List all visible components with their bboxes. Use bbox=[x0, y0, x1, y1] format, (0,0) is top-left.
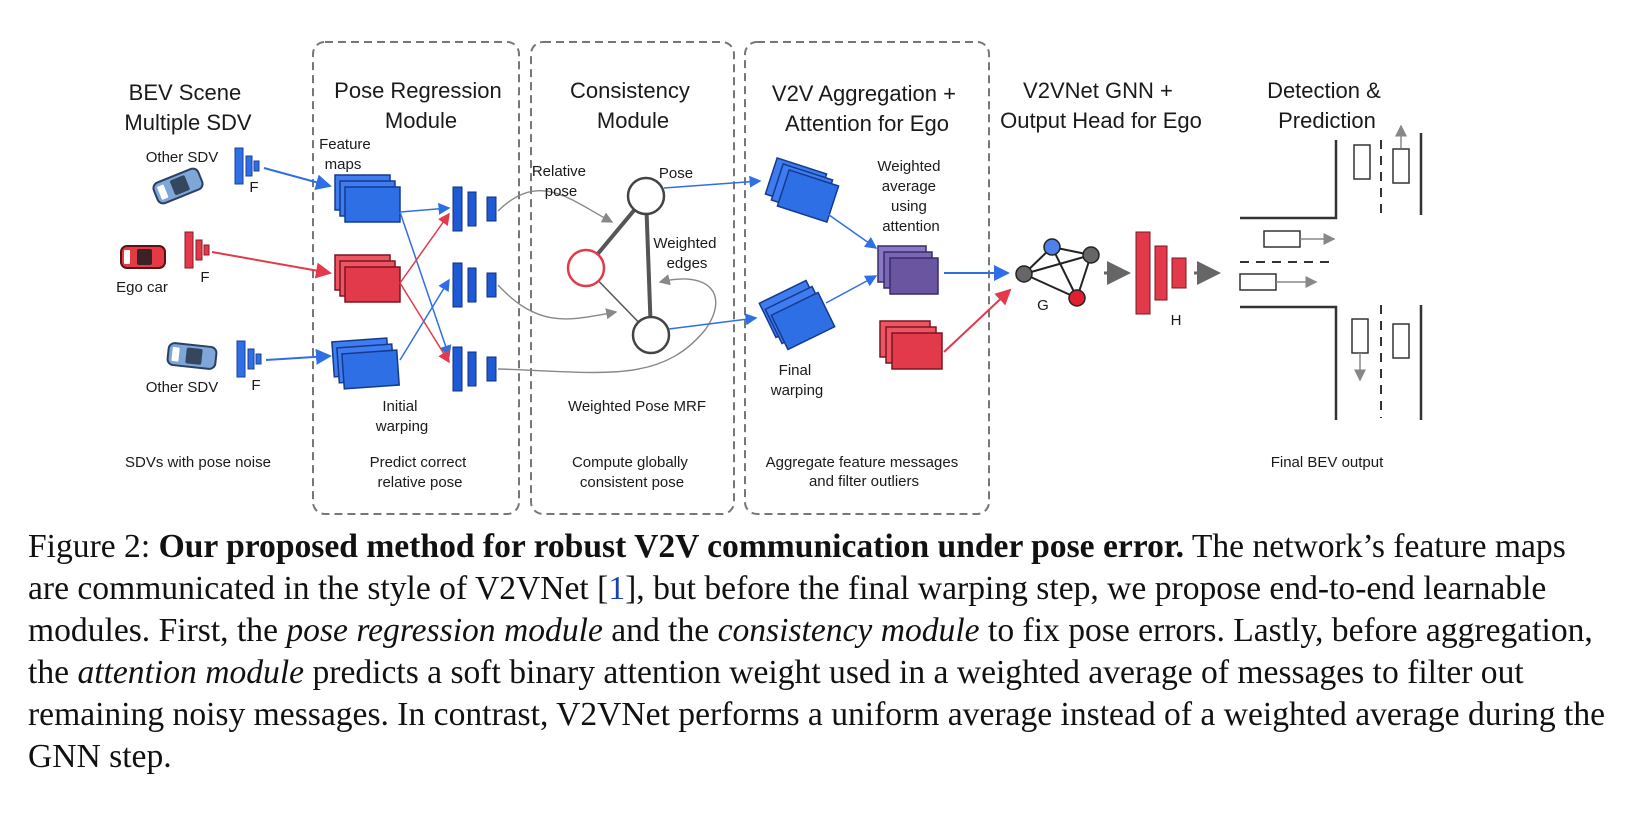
caption-ref-close: ], bbox=[625, 570, 645, 607]
heading-detection: Detection & Prediction bbox=[1267, 78, 1387, 133]
heading-consistency: Consistency Module bbox=[570, 78, 696, 133]
heading-v2v-aggregation: V2V Aggregation + Attention for Ego bbox=[772, 81, 962, 136]
caption-ref-open: [ bbox=[597, 570, 609, 607]
label-g: G bbox=[1037, 297, 1049, 314]
heading-pose-regression: Pose Regression Module bbox=[334, 78, 508, 133]
bev-output-scene bbox=[1239, 124, 1423, 420]
ego-feature-stack bbox=[879, 320, 943, 370]
label-ego-car: Ego car bbox=[116, 279, 168, 296]
feature-map-stack-top bbox=[334, 174, 401, 223]
encoder-f-top-icon bbox=[234, 147, 260, 185]
other-sdv-bottom-car-icon bbox=[166, 342, 218, 370]
output-head-h bbox=[1135, 231, 1187, 315]
feature-map-stack-bottom bbox=[331, 337, 400, 390]
label-relative-pose: Relative pose bbox=[532, 163, 590, 200]
label-weighted-pose-mrf: Weighted Pose MRF bbox=[568, 398, 706, 415]
caption-text-5: predicts a soft binary attention weight … bbox=[28, 654, 1606, 775]
gnn-graph bbox=[1015, 238, 1100, 307]
pose-regressor-cnn-bottom bbox=[452, 346, 497, 392]
caption-text-3: and the bbox=[611, 612, 710, 649]
label-pose: Pose bbox=[659, 165, 693, 182]
pose-regressor-cnn-top bbox=[452, 186, 497, 232]
warped-feature-stack-bottom bbox=[758, 279, 836, 351]
label-initial-warping: Initial warping bbox=[375, 398, 429, 435]
caption-italic-1: pose regression module bbox=[286, 612, 603, 649]
label-f-ego: F bbox=[200, 269, 209, 286]
feature-map-stack-ego bbox=[334, 254, 401, 303]
pose-regression-module-box bbox=[312, 41, 520, 515]
label-weighted-average: Weighted average using attention bbox=[877, 158, 944, 235]
ego-car-icon bbox=[120, 245, 166, 269]
encoder-f-ego-icon bbox=[184, 231, 210, 269]
caption-italic-2: consistency module bbox=[717, 612, 980, 649]
caption-aggregate: Aggregate feature messages and filter ou… bbox=[766, 454, 963, 490]
label-f-top: F bbox=[249, 179, 258, 196]
method-diagram: BEV Scene Multiple SDV Pose Regression M… bbox=[116, 41, 1423, 515]
other-sdv-top-car-icon bbox=[152, 167, 204, 205]
label-final-warping: Final warping bbox=[770, 362, 824, 399]
mrf-node-top bbox=[626, 176, 666, 216]
gnn-node-red bbox=[1068, 289, 1086, 307]
pose-mrf-graph bbox=[566, 176, 671, 355]
mrf-node-bottom bbox=[631, 315, 671, 355]
label-h: H bbox=[1171, 312, 1182, 329]
label-feature-maps: Feature maps bbox=[319, 136, 375, 173]
encoder-f-bottom-icon bbox=[236, 340, 262, 378]
caption-italic-3: attention module bbox=[77, 654, 305, 691]
warped-feature-stack-top bbox=[764, 156, 840, 224]
consistency-module-box bbox=[530, 41, 735, 515]
label-other-sdv-bottom: Other SDV bbox=[146, 379, 219, 396]
mrf-node-ego bbox=[566, 248, 606, 288]
caption-label: Figure 2: bbox=[28, 528, 151, 565]
pose-regressor-cnn-middle bbox=[452, 262, 497, 308]
caption-text-2: but before the final warping step, we pr… bbox=[28, 570, 1547, 649]
caption-predict-pose: Predict correct relative pose bbox=[370, 454, 471, 491]
weighted-average-stack bbox=[877, 245, 939, 295]
caption-compute-pose: Compute globally consistent pose bbox=[572, 454, 692, 491]
citation-link[interactable]: 1 bbox=[608, 570, 626, 607]
figure-caption: Figure 2: Our proposed method for robust… bbox=[28, 526, 1608, 778]
gnn-node-gray-right bbox=[1082, 246, 1100, 264]
caption-final-bev: Final BEV output bbox=[1271, 454, 1384, 471]
caption-text-1: The network’s feature maps are communica… bbox=[28, 528, 1566, 607]
label-f-bottom: F bbox=[251, 377, 260, 394]
label-weighted-edges: Weighted edges bbox=[653, 235, 720, 272]
v2v-aggregation-module-box bbox=[744, 41, 990, 515]
gnn-node-blue bbox=[1043, 238, 1061, 256]
gnn-node-gray-left bbox=[1015, 265, 1033, 283]
caption-bold-title: Our proposed method for robust V2V commu… bbox=[158, 528, 1185, 565]
heading-v2vnet-gnn: V2VNet GNN + Output Head for Ego bbox=[1000, 78, 1202, 133]
label-other-sdv-top: Other SDV bbox=[146, 149, 219, 166]
caption-text-4: to fix pose errors. Lastly, before aggre… bbox=[28, 612, 1593, 691]
heading-bev-scene: BEV Scene Multiple SDV bbox=[124, 80, 251, 135]
caption-sdv-noise: SDVs with pose noise bbox=[125, 454, 271, 471]
